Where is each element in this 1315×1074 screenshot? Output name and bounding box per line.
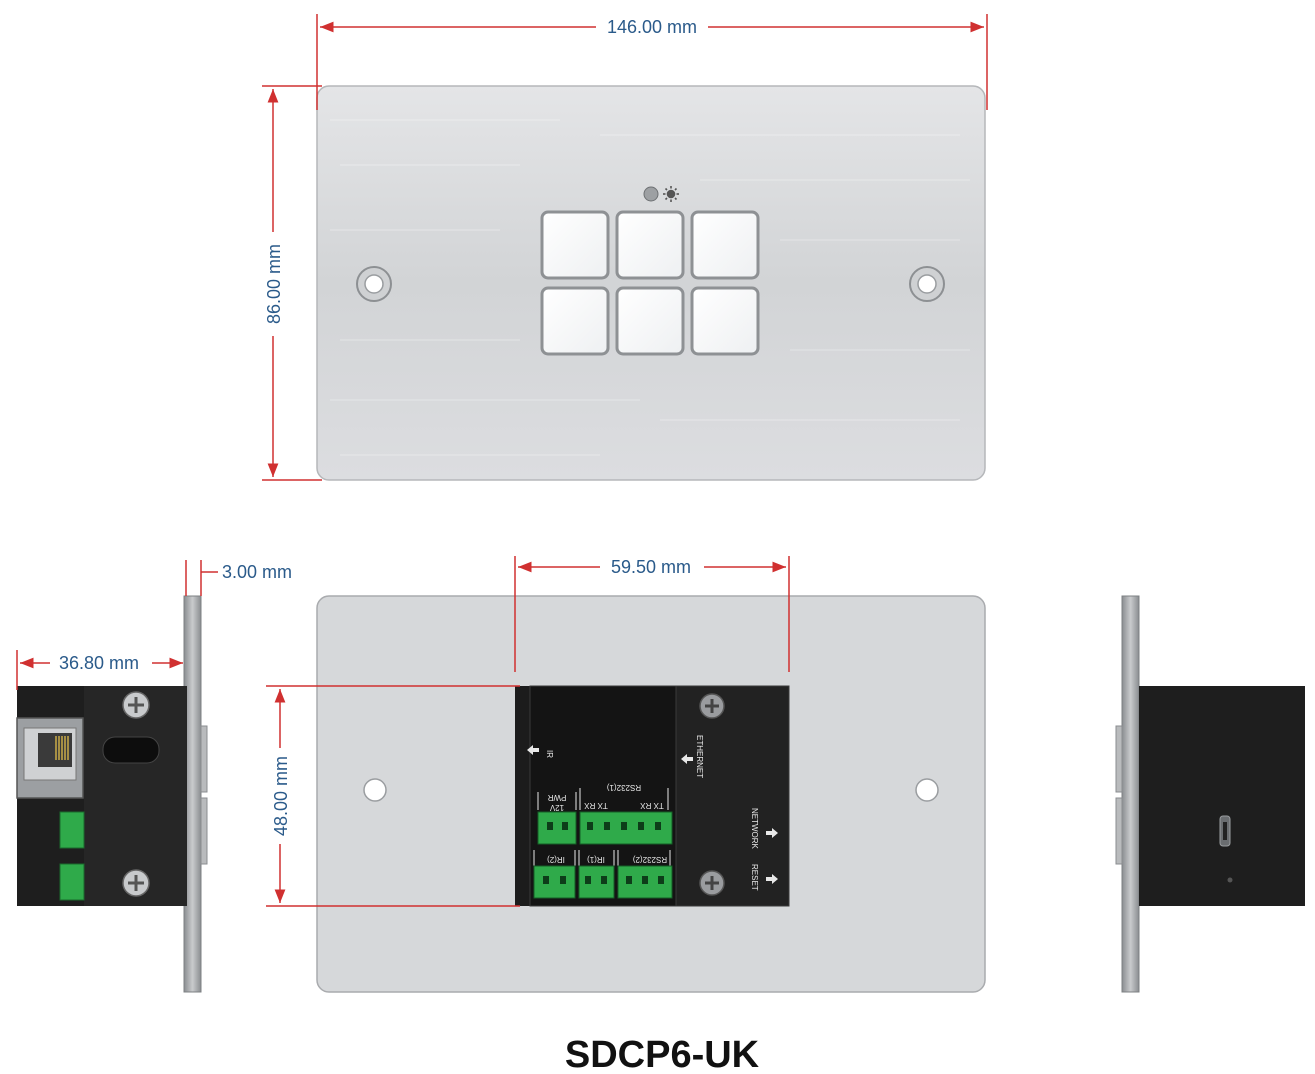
label-pwr: PWR [547,793,566,802]
brushed-texture [330,119,970,456]
rear-view: IR ETHERNET NETWORK RESET RS232(1) PWR 1… [266,556,986,993]
key-button-4[interactable] [540,286,610,356]
arrow-icon [527,745,539,755]
label-12v: 12V [549,803,564,812]
dim-width [316,14,988,110]
dim-height [262,85,322,481]
rear-hole-left [363,778,387,802]
label-ir-top: IR [545,750,554,758]
status-led [643,186,659,202]
key-button-5[interactable] [615,286,685,356]
label-ir1: IR(1) [587,855,605,864]
label-network: NETWORK [750,808,759,850]
front-view: 146.00 mm 86.00 mm [262,14,988,481]
mounting-hole-left [356,266,392,302]
key-button-2[interactable] [615,210,685,280]
dim-thickness-label: 3.00 mm [222,562,292,582]
label-rs232-1: RS232(1) [607,783,642,792]
keypad [540,210,760,356]
model-title: SDCP6-UK [565,1034,760,1074]
front-plate [316,85,986,481]
dim-width-label: 146.00 mm [607,17,697,37]
rear-hole-right [915,778,939,802]
indicator-led [1227,877,1233,883]
key-button-1[interactable] [540,210,610,280]
mounting-hole-right [909,266,945,302]
screw-icon [699,693,725,719]
side-ir-window [102,736,160,764]
right-plate-edge [1121,595,1140,993]
label-rs232-2: RS232(2) [633,855,668,864]
right-module-body [1139,686,1305,906]
key-button-6[interactable] [690,286,760,356]
dim-depth [16,650,183,690]
label-txrx-2: TX RX [640,801,664,810]
terminal-block-upper [537,811,673,845]
side-terminal-1 [59,811,85,849]
arrow-icon [766,828,778,884]
label-reset: RESET [750,864,759,891]
dim-box-height-label: 48.00 mm [271,756,291,836]
dim-box-width [514,556,790,672]
dim-height-label: 86.00 mm [264,244,284,324]
label-ethernet: ETHERNET [695,735,704,778]
label-txrx-1: TX RX [584,801,608,810]
sun-icon [663,186,679,202]
screw-icon [699,870,725,896]
arrow-icon [681,754,693,764]
usb-port-icon [1219,815,1231,847]
dim-thickness [185,560,218,596]
dim-box-height [266,685,520,907]
side-terminal-2 [59,863,85,901]
terminal-block-lower [533,865,673,899]
left-side-view: 3.00 mm 36.80 mm [16,560,292,993]
dim-box-width-label: 59.50 mm [611,557,691,577]
key-button-3[interactable] [690,210,760,280]
right-side-view [1115,595,1305,993]
rj45-port-icon [16,717,84,799]
screw-icon [122,869,150,897]
label-ir2: IR(2) [547,855,565,864]
dim-depth-label: 36.80 mm [59,653,139,673]
screw-icon [122,691,150,719]
